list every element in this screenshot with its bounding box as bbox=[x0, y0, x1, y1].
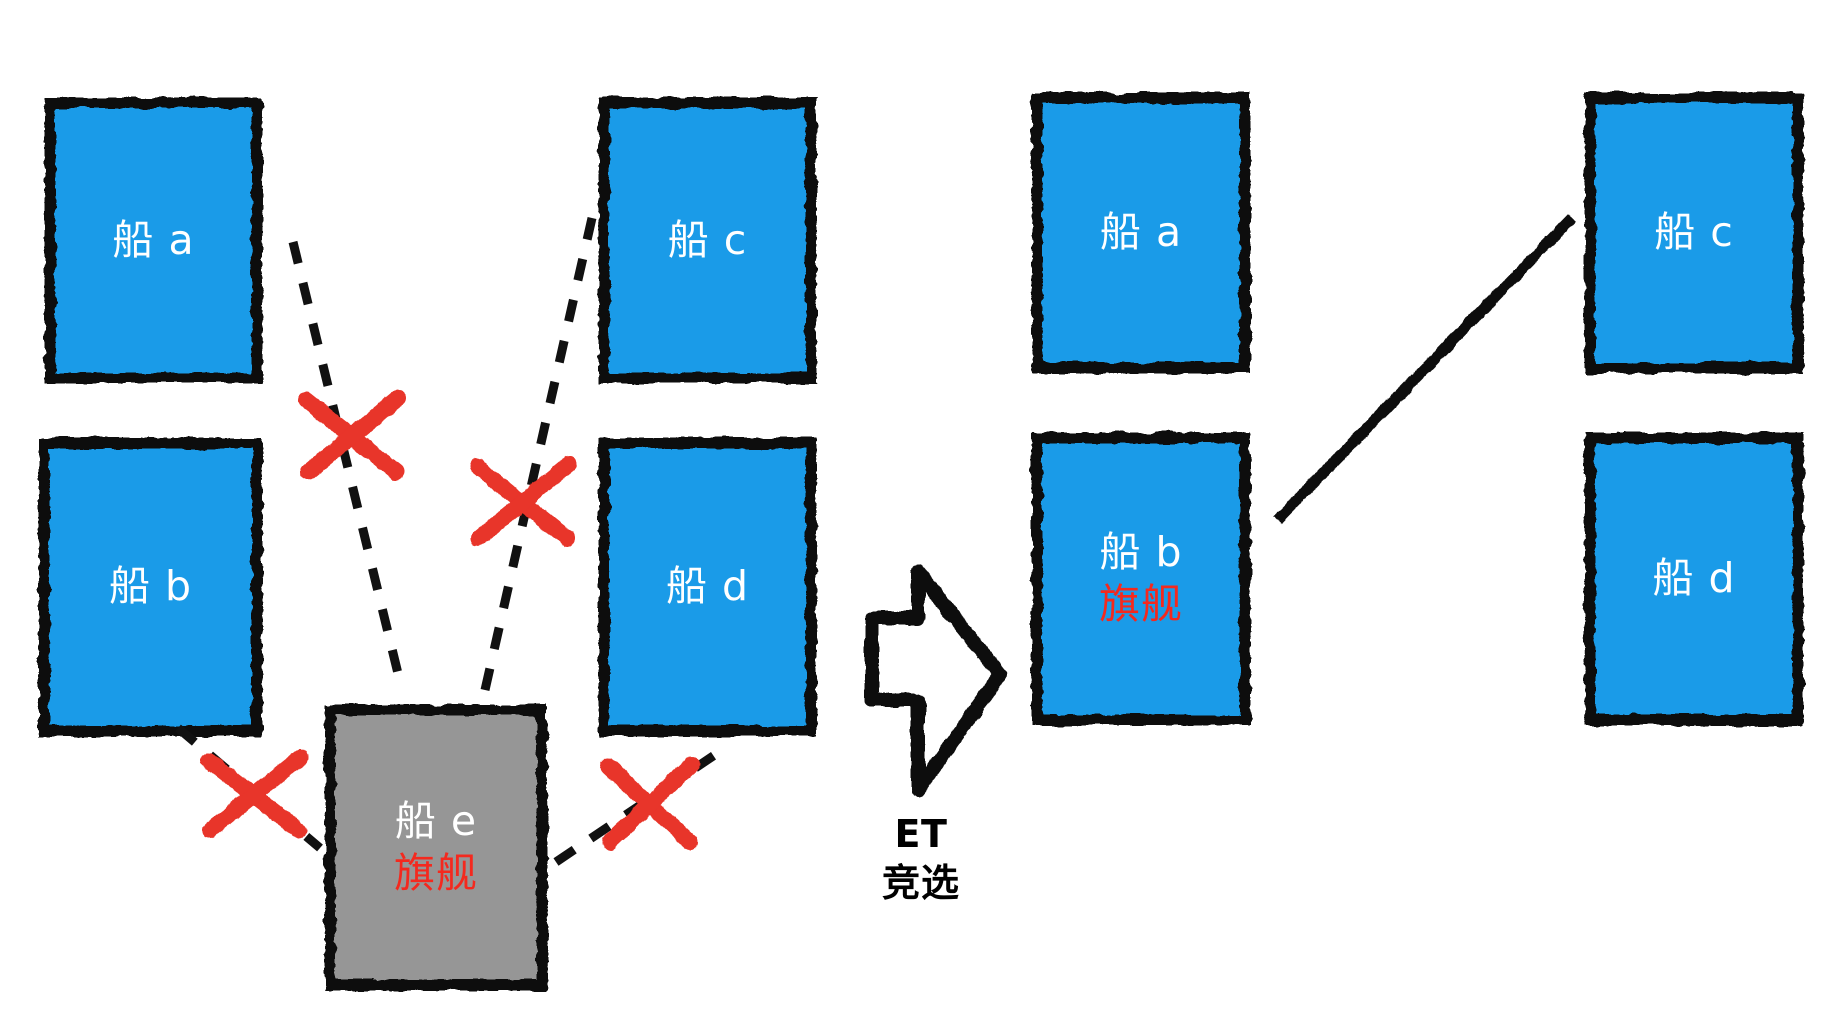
left-node-a-shape[interactable] bbox=[44, 97, 263, 384]
right-node-a-label: 船 a bbox=[1099, 208, 1183, 257]
left-node-b[interactable]: 船 b bbox=[44, 443, 257, 731]
transition-caption: ET 竞选 bbox=[821, 812, 1021, 909]
right-node-c[interactable]: 船 c bbox=[1590, 98, 1798, 368]
right-node-b-shape[interactable] bbox=[1031, 432, 1251, 726]
left-node-e-shape[interactable] bbox=[324, 704, 548, 991]
cross-mark-d-e bbox=[600, 756, 700, 850]
transition-caption-cn: 竞选 bbox=[881, 860, 960, 905]
left-node-b-label: 船 b bbox=[108, 562, 193, 611]
transition-arrow-icon bbox=[865, 565, 1007, 797]
left-node-c[interactable]: 船 c bbox=[604, 103, 811, 378]
left-node-e-flagship-label: 旗舰 bbox=[394, 848, 478, 897]
left-node-c-label: 船 c bbox=[667, 215, 748, 264]
transition-caption-en: ET bbox=[894, 812, 948, 856]
left-node-e-label: 船 e bbox=[394, 796, 478, 845]
right-node-a[interactable]: 船 a bbox=[1037, 98, 1245, 368]
left-node-e[interactable]: 船 e 旗舰 bbox=[330, 710, 542, 985]
right-node-d-label: 船 d bbox=[1652, 554, 1736, 603]
edge-a-e bbox=[288, 240, 407, 692]
right-node-b-label: 船 b bbox=[1099, 528, 1183, 577]
left-node-d-shape[interactable] bbox=[598, 437, 817, 737]
right-node-b[interactable]: 船 b 旗舰 bbox=[1037, 438, 1245, 720]
right-edges bbox=[1128, 214, 1576, 553]
left-node-b-shape[interactable] bbox=[38, 437, 263, 737]
right-node-d[interactable]: 船 d bbox=[1590, 438, 1798, 720]
left-node-d[interactable]: 船 d bbox=[604, 443, 811, 731]
cross-mark-a-e bbox=[298, 390, 406, 480]
edge-c-e bbox=[480, 217, 597, 691]
cross-mark-c-e bbox=[469, 456, 577, 546]
left-node-a-label: 船 a bbox=[112, 215, 195, 264]
edge-right-b-c bbox=[1273, 214, 1576, 524]
cross-mark-b-e bbox=[200, 750, 308, 838]
right-node-d-shape[interactable] bbox=[1584, 432, 1804, 726]
right-node-b-flagship-label: 旗舰 bbox=[1099, 580, 1183, 628]
right-node-c-label: 船 c bbox=[1654, 208, 1734, 257]
left-node-a[interactable]: 船 a bbox=[50, 103, 257, 378]
left-node-d-label: 船 d bbox=[665, 562, 750, 611]
right-node-c-shape[interactable] bbox=[1584, 92, 1804, 374]
left-node-c-shape[interactable] bbox=[598, 97, 817, 384]
right-node-a-shape[interactable] bbox=[1031, 92, 1251, 374]
